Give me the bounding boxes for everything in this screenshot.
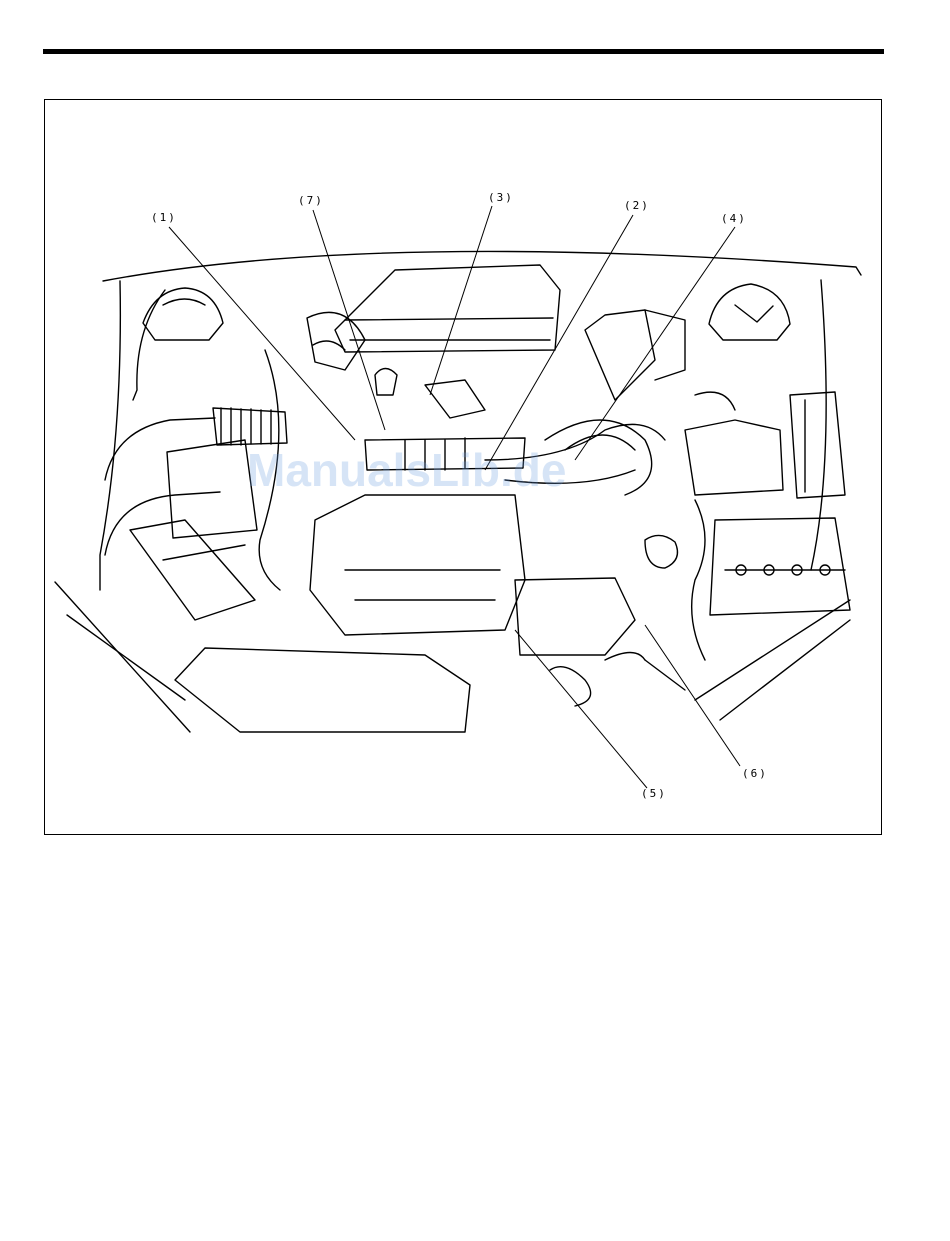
callout-6: (6) <box>742 767 768 780</box>
callout-2: (2) <box>624 199 650 212</box>
watermark-text: ManualsLib.de <box>247 443 566 497</box>
callout-7: (7) <box>298 194 324 207</box>
header-rule <box>43 49 884 54</box>
callout-4: (4) <box>721 212 747 225</box>
callout-1: (1) <box>151 211 177 224</box>
callout-5: (5) <box>641 787 667 800</box>
callout-3: (3) <box>488 191 514 204</box>
